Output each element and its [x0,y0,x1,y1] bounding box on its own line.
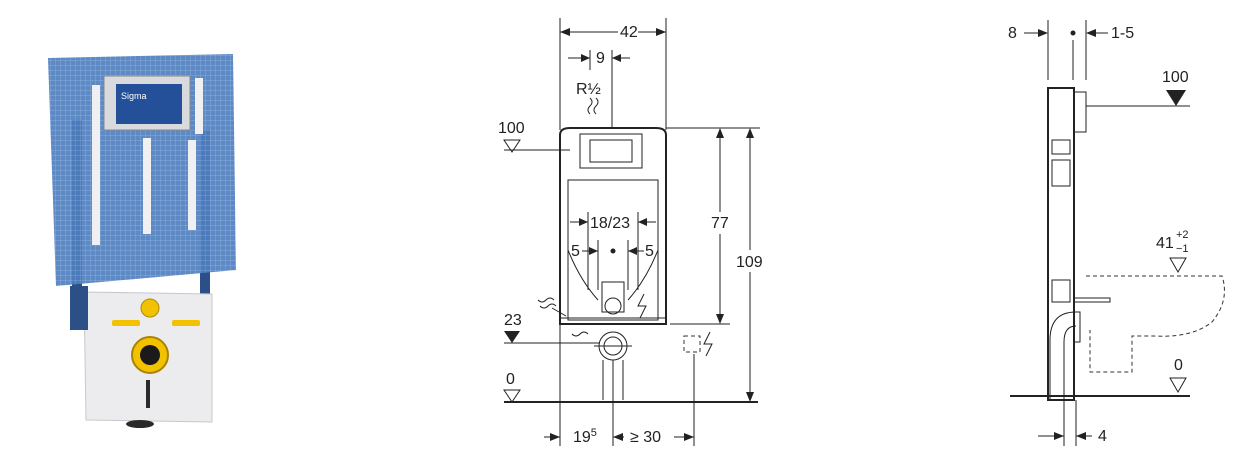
connection-label: R½ [576,81,601,98]
dimension-depth-left: 8 [1008,25,1017,42]
installation-frame-illustration: Sigma [48,54,236,428]
frame-outline [559,127,667,325]
dimension-height-inner: 77 [711,215,729,232]
fixing-bracket-right [172,320,200,326]
side-level-marker-floor-icon [1169,377,1187,394]
product-photo-panel: Sigma [0,0,300,462]
side-level-floor-label: 0 [1174,357,1183,374]
side-level-seat-tolerance-lower: −1 [1176,243,1189,255]
drain-pipe-end [126,420,154,428]
rail-center [143,138,151,234]
side-level-marker-filled-icon [1166,90,1186,106]
front-view-drawing: 42 9 R½ 100 18/23 5 [498,18,763,446]
side-level-seat-tolerance-upper: +2 [1176,229,1189,241]
drain-opening [140,345,160,365]
fixing-bracket-left [112,320,140,326]
level-top-label: 100 [498,120,525,137]
wall-hung-toilet-outline [1086,275,1225,373]
side-level-seat-label: 41 [1156,235,1174,252]
frame-foot-left [70,286,88,330]
side-view-drawing-panel: 8 1-5 100 41 +2 −1 0 [980,0,1259,462]
side-view-drawing: 8 1-5 100 41 +2 −1 0 [1008,20,1225,446]
dimension-flush-width: 18/23 [590,215,630,232]
dimension-side-left: 5 [571,243,580,260]
cistern-opening [579,133,643,169]
water-icon-bottom [571,331,589,337]
level-marker-open-icon [503,139,521,153]
dimension-width-total: 42 [620,24,638,41]
dimension-bottom-right: ≥ 30 [630,429,661,446]
drain-slot [146,380,150,408]
water-inlet-icon [537,297,557,309]
water-fitting-icon [140,298,160,318]
center-point-icon [610,248,616,254]
rail-left [92,85,100,245]
level-floor-label: 0 [506,371,515,388]
dimension-height-total: 109 [736,254,763,271]
rail-right [188,140,196,230]
side-level-top-label: 100 [1162,69,1189,86]
support-bracket [1073,297,1111,303]
level-marker-floor-icon [503,389,521,403]
dimension-side-right: 5 [645,243,654,260]
flush-plate-side [1073,91,1087,133]
electric-connection-icon [637,293,647,319]
water-supply-icon [587,97,593,115]
dimension-depth-right: 1-5 [1111,25,1134,42]
brand-label: Sigma [121,91,147,101]
rail-upper-right [195,78,203,134]
frame-side-profile [1047,87,1075,401]
dimension-pipe-offset: 9 [596,50,605,67]
electric-box-icon [683,335,701,353]
flush-plate [116,84,182,124]
level-marker-filled-icon [504,331,520,343]
center-point-icon-side [1070,30,1076,36]
drain-bend-outer [1049,311,1077,400]
level-mid-label: 23 [504,312,522,329]
side-level-marker-open-icon [1169,257,1187,274]
dimension-pipe-gap: 4 [1098,428,1107,445]
dimension-bottom-left: 195 [573,427,597,446]
front-view-drawing-panel: 42 9 R½ 100 18/23 5 [440,0,800,462]
